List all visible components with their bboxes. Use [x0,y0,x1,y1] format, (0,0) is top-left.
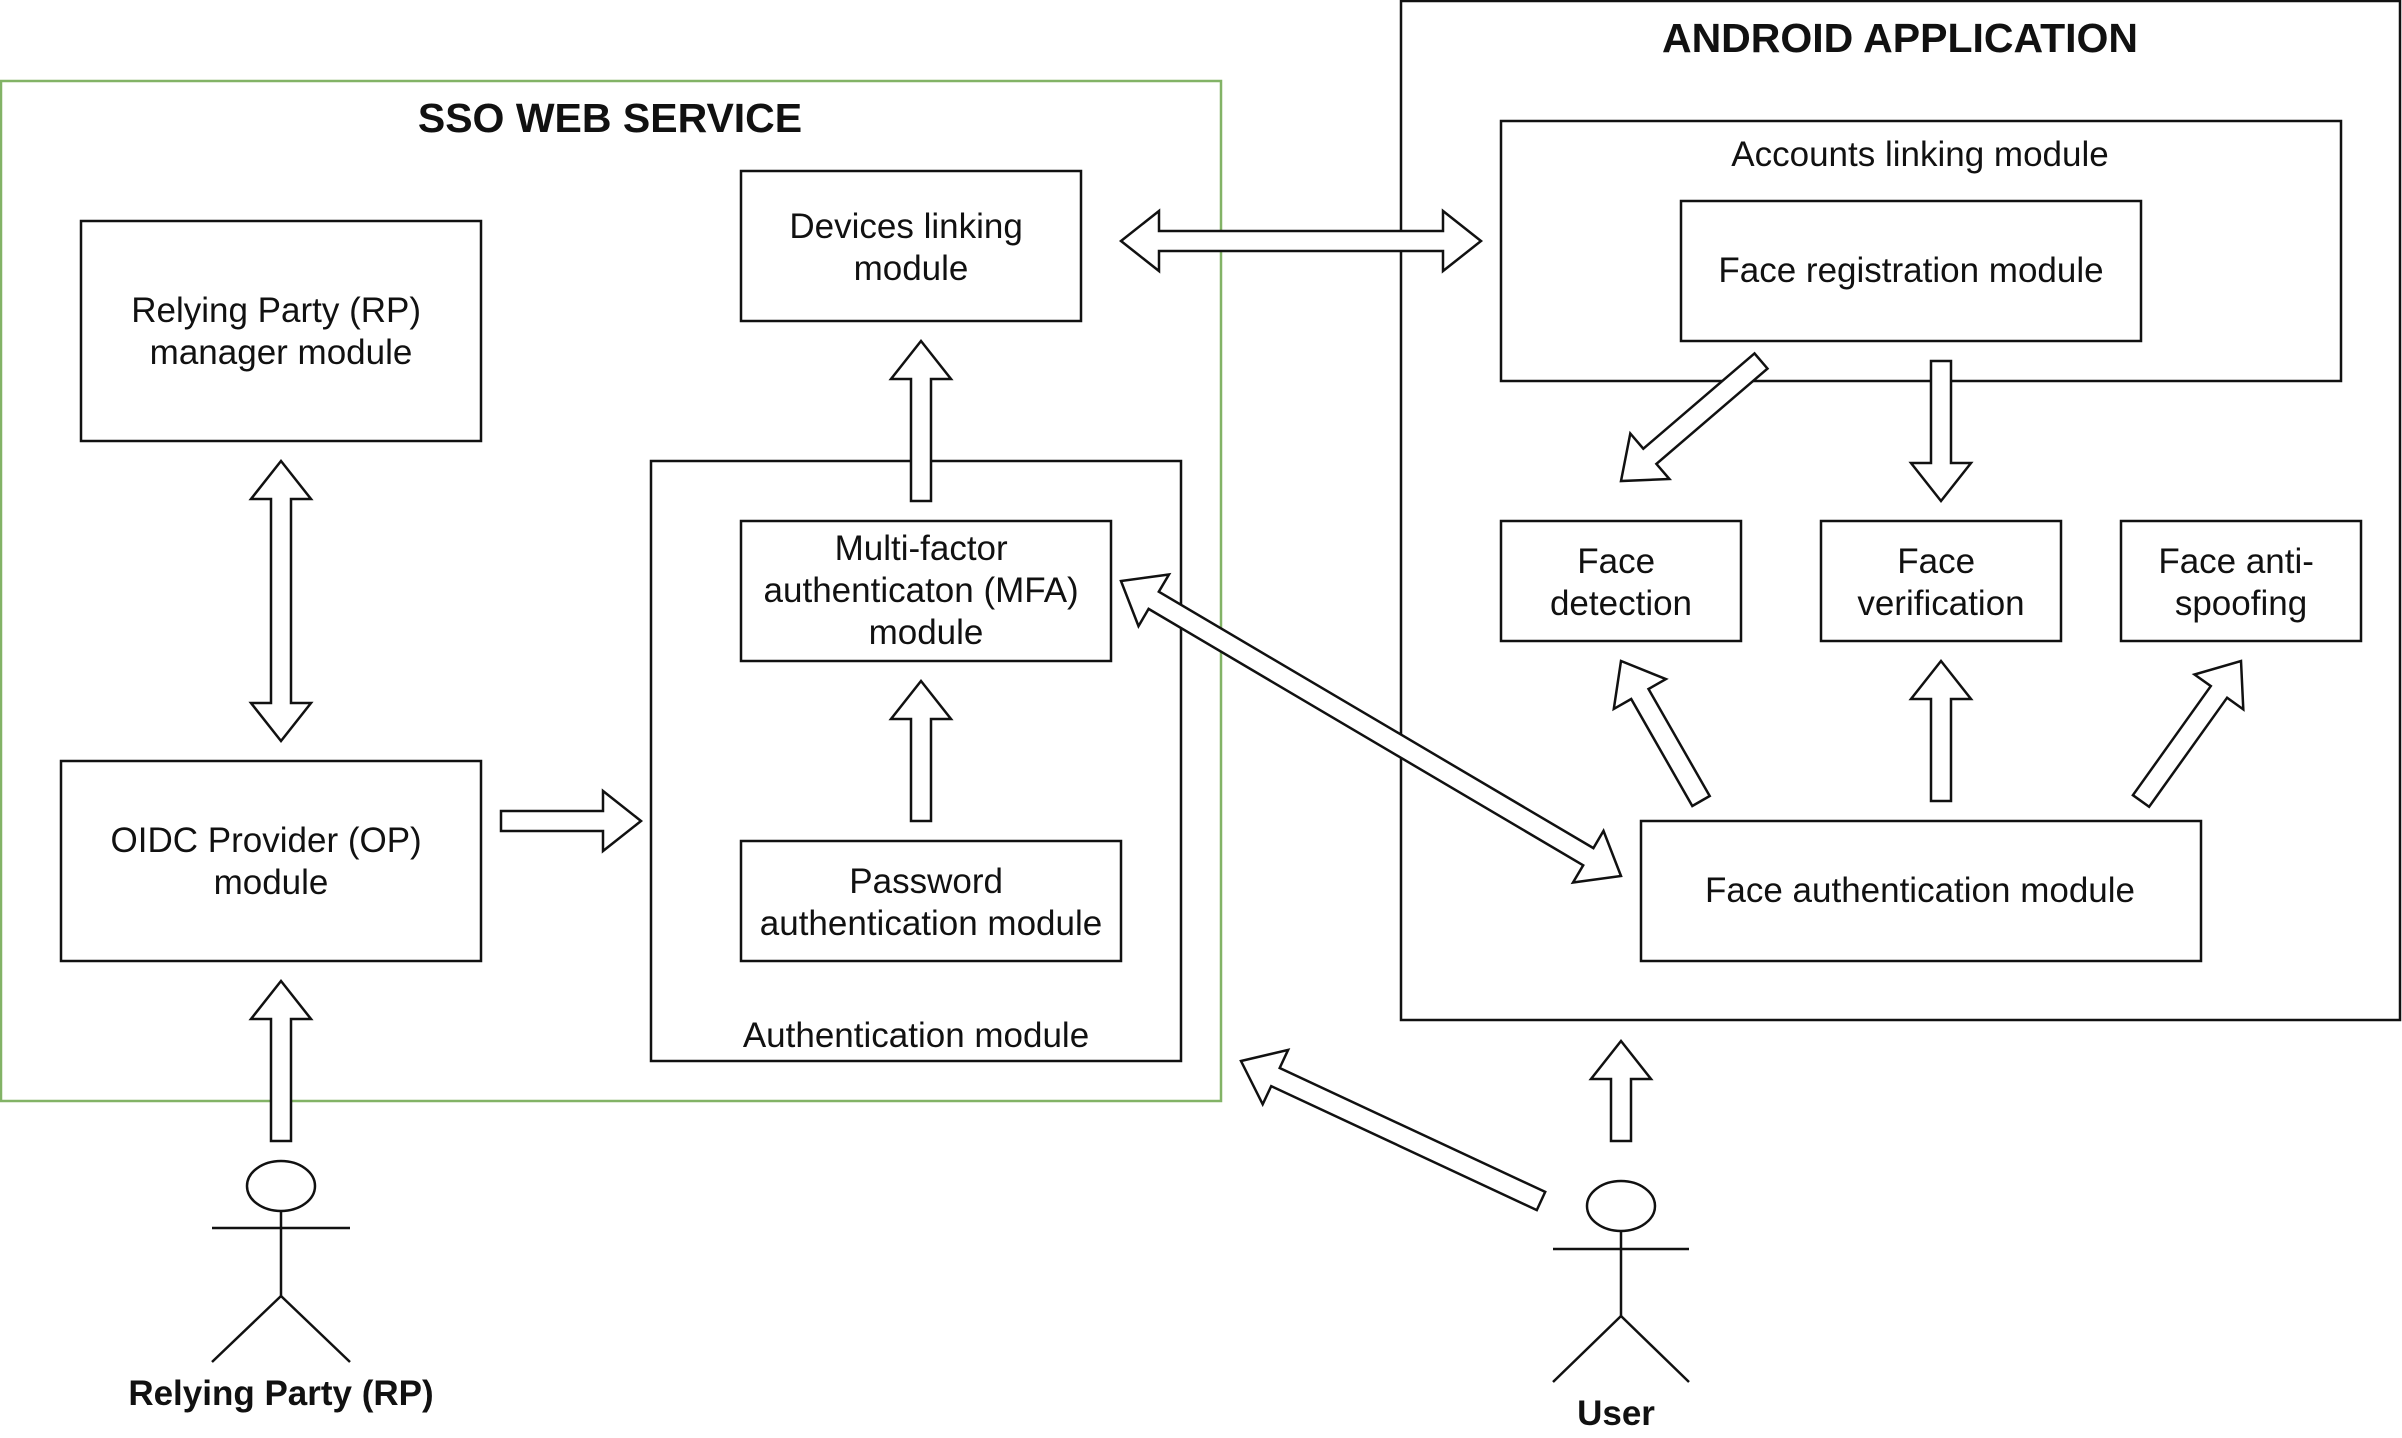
face-registration-module [1679,199,2143,343]
rp-manager-to-oidc-double-arrow [248,458,314,744]
password-auth-label-line-1: Password [849,862,1003,901]
face-anti-spoofing-module-label: Face anti- spoofing [2158,542,2323,623]
user-to-sso-arrow [1239,1048,1547,1212]
mfa-to-face-auth-double-arrow [1119,572,1623,885]
relying-party-to-oidc-arrow [248,978,314,1143]
password-to-mfa-arrow [888,678,954,823]
android-application-title: ANDROID APPLICATION [1662,15,2138,61]
oidc-to-authentication-arrow [499,788,644,854]
relying-party-actor-icon [211,1159,351,1363]
face-authentication-module [1639,819,2203,963]
sso-web-service-title: SSO WEB SERVICE [418,95,802,141]
oidc-provider-label-line-1: OIDC Provider (OP) [111,821,422,860]
face-auth-to-anti-spoofing-arrow [2131,659,2245,809]
relying-party-actor-label: Relying Party (RP) [128,1374,433,1413]
oidc-provider-module-label: OIDC Provider (OP) module [111,821,432,902]
rp-manager-module-label: Relying Party (RP) manager module [131,291,431,372]
mfa-label-line-2: authenticaton (MFA) [764,571,1079,610]
face-registration-to-verification-arrow [1908,359,1974,504]
face-auth-to-detection-arrow [1612,659,1712,808]
password-auth-label-line-2: authentication module [760,904,1102,943]
face-verification-label-line-1: Face [1897,542,1975,581]
password-authentication-module [739,839,1123,963]
mfa-label-line-3: module [869,613,984,652]
face-detection-label-line-2: detection [1550,584,1692,623]
face-registration-to-detection-arrow [1619,351,1770,483]
rp-manager-label-line-1: Relying Party (RP) [131,291,421,330]
face-registration-module-label: Face registration module [1718,251,2103,290]
face-authentication-module-label: Face authentication module [1705,871,2135,910]
rp-manager-label-line-2: manager module [150,333,413,372]
mfa-module [739,519,1113,663]
authentication-module-label: Authentication module [743,1016,1089,1055]
face-auth-to-verification-arrow [1908,658,1974,803]
devices-linking-label-line-1: Devices linking [789,207,1022,246]
oidc-provider-module [59,759,483,963]
rp-manager-module [79,219,483,443]
face-verification-module-label: Face verification [1857,542,2024,623]
face-verification-module [1819,519,2063,643]
face-detection-label-line-1: Face [1577,542,1655,581]
accounts-linking-module-label: Accounts linking module [1731,135,2108,174]
face-detection-module-label: Face detection [1550,542,1692,623]
user-actor-icon [1552,1179,1690,1383]
face-verification-label-line-2: verification [1857,584,2024,623]
devices-linking-module-label: Devices linking module [789,207,1032,288]
user-actor-label: User [1577,1394,1655,1433]
password-authentication-module-label: Password authentication module [760,862,1102,943]
face-detection-module [1499,519,1743,643]
mfa-to-devices-linking-arrow [888,338,954,503]
face-anti-spoofing-label-line-1: Face anti- [2158,542,2314,581]
devices-to-accounts-double-arrow [1118,208,1484,274]
face-anti-spoofing-label-line-2: spoofing [2175,584,2307,623]
devices-linking-label-line-2: module [854,249,969,288]
arrows-layer [248,208,2245,1212]
user-to-android-arrow [1588,1038,1654,1143]
mfa-label-line-1: Multi-factor [835,529,1008,568]
mfa-module-label: Multi-factor authenticaton (MFA) module [764,529,1089,652]
face-anti-spoofing-module [2119,519,2363,643]
devices-linking-module [739,169,1083,323]
oidc-provider-label-line-2: module [214,863,329,902]
